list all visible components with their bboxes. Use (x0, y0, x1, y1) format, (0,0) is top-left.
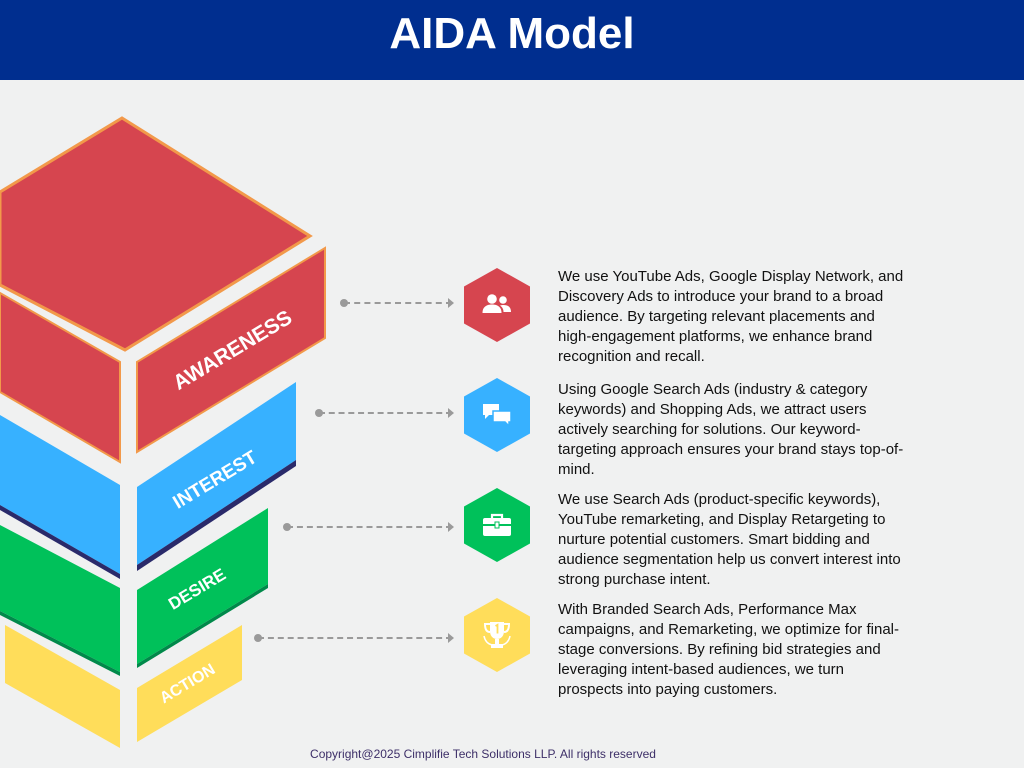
connector-dot (283, 523, 291, 531)
briefcase-icon (483, 513, 511, 536)
action-connector (254, 633, 454, 643)
desire-description: We use Search Ads (product-specific keyw… (558, 491, 901, 588)
action-layer: ACTION (5, 625, 242, 748)
awareness-connector (340, 298, 454, 308)
interest-right-edge (137, 460, 296, 571)
awareness-left-face (0, 291, 121, 464)
interest-description: Using Google Search Ads (industry & cate… (558, 381, 904, 478)
connector-dot (254, 634, 262, 642)
connector-dot (315, 409, 323, 417)
trophy-icon (483, 622, 511, 648)
copyright-footer: Copyright@2025 Cimplifie Tech Solutions … (310, 747, 656, 761)
interest-left-face (0, 415, 120, 574)
interest-hexagon (464, 378, 530, 452)
awareness-description: We use YouTube Ads, Google Display Netwo… (558, 268, 904, 365)
connector-arrowhead (448, 633, 454, 643)
interest-layer: INTEREST (0, 382, 296, 579)
action-right-face (137, 625, 242, 742)
awareness-hexagon (464, 268, 530, 342)
awareness-top-face (0, 116, 313, 352)
desire-left-edge (0, 611, 120, 676)
action-left-face (5, 625, 120, 748)
desire-connector (283, 522, 454, 532)
action-description: With Branded Search Ads, Performance Max… (558, 601, 899, 698)
page-title: AIDA Model (389, 9, 635, 58)
connector-dot (340, 299, 348, 307)
interest-left-edge (0, 505, 120, 579)
chat-bubbles-icon (483, 404, 512, 428)
desire-right-edge (137, 584, 268, 668)
desire-layer: DESIRE (0, 508, 268, 676)
desire-right-face (137, 508, 268, 664)
title-bar: AIDA Model (0, 0, 1024, 80)
desire-left-face (0, 525, 120, 672)
interest-connector (315, 408, 454, 418)
connector-arrowhead (448, 298, 454, 308)
awareness-right-face (136, 246, 326, 454)
users-icon (482, 294, 511, 313)
connector-arrowhead (448, 522, 454, 532)
connector-arrowhead (448, 408, 454, 418)
interest-right-face (137, 382, 296, 565)
